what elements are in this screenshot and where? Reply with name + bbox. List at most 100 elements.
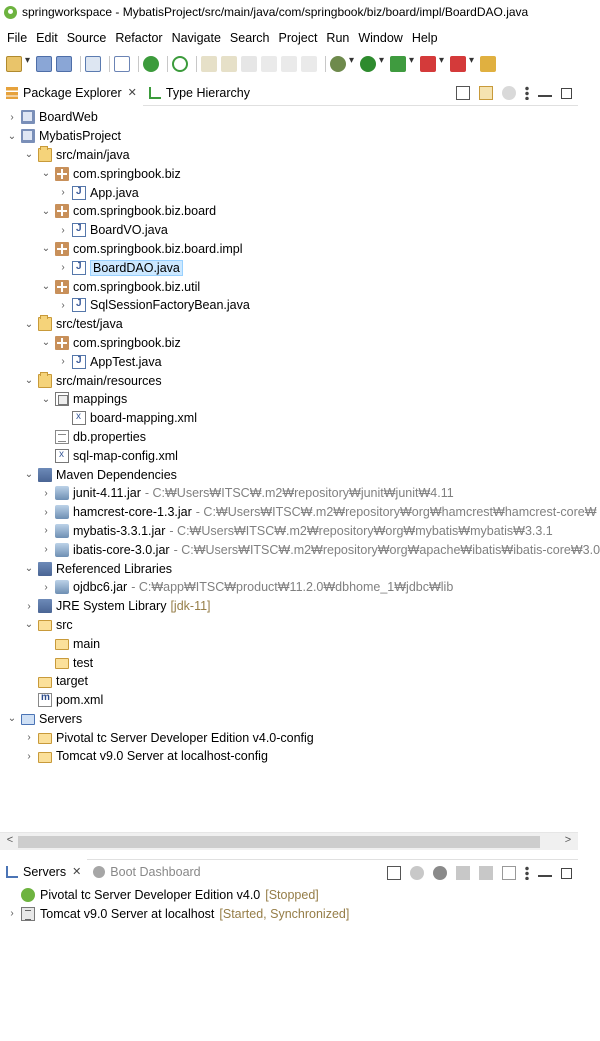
server-icon[interactable] <box>450 56 466 72</box>
stop-server-icon[interactable] <box>479 866 493 880</box>
server-dropdown-icon[interactable] <box>469 55 476 67</box>
collapse-chevron-icon[interactable]: ⌄ <box>41 337 51 349</box>
expand-chevron-icon[interactable]: › <box>61 262 65 274</box>
boot-dashboard-icon[interactable] <box>143 56 159 72</box>
annotation-next-icon[interactable] <box>281 56 297 72</box>
tree-item[interactable]: ⌄com.springbook.biz <box>0 334 578 353</box>
view-menu-icon[interactable] <box>525 866 529 880</box>
menu-project[interactable]: Project <box>278 31 318 45</box>
tree-item[interactable]: ⌄com.springbook.biz.board <box>0 202 578 221</box>
tree-item[interactable]: ⌄MybatisProject <box>0 127 578 146</box>
collapse-chevron-icon[interactable]: ⌄ <box>24 619 34 631</box>
pilcrow-icon[interactable] <box>301 56 317 72</box>
tree-item[interactable]: ›Tomcat v9.0 Server at localhost-config <box>0 747 578 766</box>
tree-item[interactable]: ⌄com.springbook.biz <box>0 164 578 183</box>
focus-icon[interactable] <box>502 86 516 100</box>
collapse-chevron-icon[interactable]: ⌄ <box>24 375 34 387</box>
publish-icon[interactable] <box>502 866 516 880</box>
scroll-right-icon[interactable]: > <box>564 834 572 846</box>
close-icon[interactable]: ✕ <box>72 866 82 878</box>
run-dropdown-icon[interactable] <box>379 55 386 67</box>
tree-item[interactable]: ›BoardWeb <box>0 108 578 127</box>
server-item[interactable]: ›Tomcat v9.0 Server at localhost[Started… <box>0 904 578 923</box>
debug-dropdown-icon[interactable] <box>349 55 356 67</box>
debug-server-icon[interactable] <box>410 866 424 880</box>
open-type-icon[interactable] <box>201 56 217 72</box>
expand-chevron-icon[interactable]: › <box>44 544 48 556</box>
tree-item[interactable]: ⌄Servers <box>0 710 578 729</box>
scrollbar-thumb[interactable] <box>18 836 540 848</box>
collapse-chevron-icon[interactable]: ⌄ <box>24 563 34 575</box>
minimize-icon[interactable] <box>538 869 552 877</box>
maximize-icon[interactable] <box>561 87 572 99</box>
tree-item[interactable]: db.properties <box>0 428 578 447</box>
tree-item[interactable]: ⌄src <box>0 616 578 635</box>
tree-item[interactable]: ›BoardDAO.java <box>0 258 578 277</box>
menu-help[interactable]: Help <box>411 31 438 45</box>
collapse-chevron-icon[interactable]: ⌄ <box>24 318 34 330</box>
collapse-all-icon[interactable] <box>387 866 401 880</box>
save-all-icon[interactable] <box>56 56 72 72</box>
tree-item[interactable]: ›ibatis-core-3.0.jar- C:₩Users₩ITSC₩.m2₩… <box>0 540 600 559</box>
tree-item[interactable]: ›AppTest.java <box>0 352 578 371</box>
minimize-icon[interactable] <box>538 89 552 97</box>
external-tools-icon[interactable] <box>420 56 436 72</box>
tree-item[interactable]: ›BoardVO.java <box>0 221 578 240</box>
refresh-icon[interactable] <box>172 56 188 72</box>
tree-item[interactable]: ›junit-4.11.jar- C:₩Users₩ITSC₩.m2₩repos… <box>0 484 578 503</box>
new-dropdown-icon[interactable] <box>25 55 32 67</box>
collapse-chevron-icon[interactable]: ⌄ <box>41 205 51 217</box>
collapse-chevron-icon[interactable]: ⌄ <box>41 281 51 293</box>
tree-item[interactable]: target <box>0 672 578 691</box>
tab-package-explorer[interactable]: Package Explorer ✕ <box>0 79 143 106</box>
expand-chevron-icon[interactable]: › <box>10 111 14 123</box>
expand-chevron-icon[interactable]: › <box>27 600 31 612</box>
close-icon[interactable]: ✕ <box>127 87 137 99</box>
save-icon[interactable] <box>36 56 52 72</box>
console-icon[interactable] <box>85 56 101 72</box>
collapse-chevron-icon[interactable]: ⌄ <box>7 130 17 142</box>
expand-chevron-icon[interactable]: › <box>44 581 48 593</box>
expand-chevron-icon[interactable]: › <box>44 525 48 537</box>
tree-item[interactable]: ›hamcrest-core-1.3.jar- C:₩Users₩ITSC₩.m… <box>0 503 597 522</box>
expand-chevron-icon[interactable]: › <box>27 750 31 762</box>
external-tools-dropdown-icon[interactable] <box>439 55 446 67</box>
tree-item[interactable]: ⌄com.springbook.biz.board.impl <box>0 240 578 259</box>
annotation-icon[interactable] <box>261 56 277 72</box>
coverage-dropdown-icon[interactable] <box>409 55 416 67</box>
menu-search[interactable]: Search <box>229 31 270 45</box>
debug-icon[interactable] <box>330 56 346 72</box>
tree-item[interactable]: ⌄src/test/java <box>0 315 578 334</box>
expand-chevron-icon[interactable]: › <box>27 732 31 744</box>
menu-refactor[interactable]: Refactor <box>115 31 163 45</box>
tree-item[interactable]: ⌄src/main/resources <box>0 371 578 390</box>
expand-chevron-icon[interactable]: › <box>44 487 48 499</box>
tab-servers[interactable]: Servers ✕ <box>0 858 88 885</box>
tree-item[interactable]: ⌄mappings <box>0 390 578 409</box>
menu-file[interactable]: File <box>7 31 28 45</box>
tree-item[interactable]: pom.xml <box>0 691 578 710</box>
tree-item[interactable]: ›mybatis-3.3.1.jar- C:₩Users₩ITSC₩.m2₩re… <box>0 522 578 541</box>
tree-item[interactable]: sql-map-config.xml <box>0 446 578 465</box>
collapse-all-icon[interactable] <box>456 86 470 100</box>
toggle-breakpoint-icon[interactable] <box>114 56 130 72</box>
collapse-chevron-icon[interactable]: ⌄ <box>41 393 51 405</box>
collapse-chevron-icon[interactable]: ⌄ <box>7 713 17 725</box>
tree-item[interactable]: ⌄Referenced Libraries <box>0 559 578 578</box>
new-wizard-icon[interactable] <box>6 56 22 72</box>
scroll-left-icon[interactable]: < <box>6 834 14 846</box>
tree-item[interactable]: main <box>0 634 578 653</box>
tab-type-hierarchy[interactable]: Type Hierarchy <box>143 80 256 106</box>
tree-item[interactable]: ›ojdbc6.jar- C:₩app₩ITSC₩product₩11.2.0₩… <box>0 578 578 597</box>
expand-chevron-icon[interactable]: › <box>61 187 65 199</box>
start-server-icon[interactable] <box>433 866 447 880</box>
menu-source[interactable]: Source <box>66 31 107 45</box>
collapse-chevron-icon[interactable]: ⌄ <box>41 243 51 255</box>
profile-server-icon[interactable] <box>456 866 470 880</box>
collapse-chevron-icon[interactable]: ⌄ <box>24 149 34 161</box>
server-item[interactable]: Pivotal tc Server Developer Edition v4.0… <box>0 885 578 904</box>
search-task-icon[interactable] <box>241 56 257 72</box>
expand-chevron-icon[interactable]: › <box>61 299 65 311</box>
run-icon[interactable] <box>360 56 376 72</box>
maximize-icon[interactable] <box>561 867 572 879</box>
